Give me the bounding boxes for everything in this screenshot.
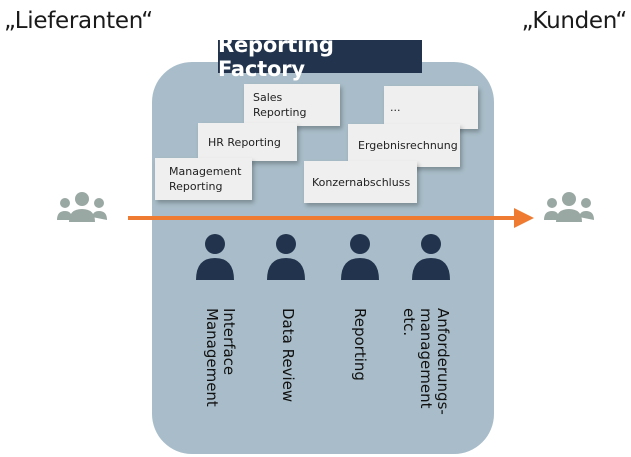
users-group-icon <box>544 192 594 222</box>
arrow-right-icon <box>128 208 534 228</box>
card-sales-reporting: Sales Reporting <box>244 84 340 126</box>
person-icon <box>196 234 234 280</box>
suppliers-label: „Lieferanten“ <box>4 8 153 34</box>
role-reporting: Reporting <box>351 308 369 381</box>
person-icon <box>412 234 450 280</box>
person-icon <box>267 234 305 280</box>
factory-title: Reporting Factory <box>218 33 422 81</box>
card-konzernabschluss: Konzernabschluss <box>304 161 417 203</box>
role-anforderungsmanagement: Anforderungs- management etc. <box>400 308 452 415</box>
card-more: ... <box>384 86 478 129</box>
customers-label: „Kunden“ <box>521 8 628 34</box>
card-hr-reporting: HR Reporting <box>198 123 297 161</box>
person-icon <box>341 234 379 280</box>
role-data-review: Data Review <box>279 308 297 403</box>
users-group-icon <box>57 192 107 222</box>
card-management-reporting: Management Reporting <box>155 158 252 200</box>
role-interface-management: Interface Management <box>203 308 238 407</box>
card-ergebnisrechnung: Ergebnisrechnung <box>348 124 460 167</box>
